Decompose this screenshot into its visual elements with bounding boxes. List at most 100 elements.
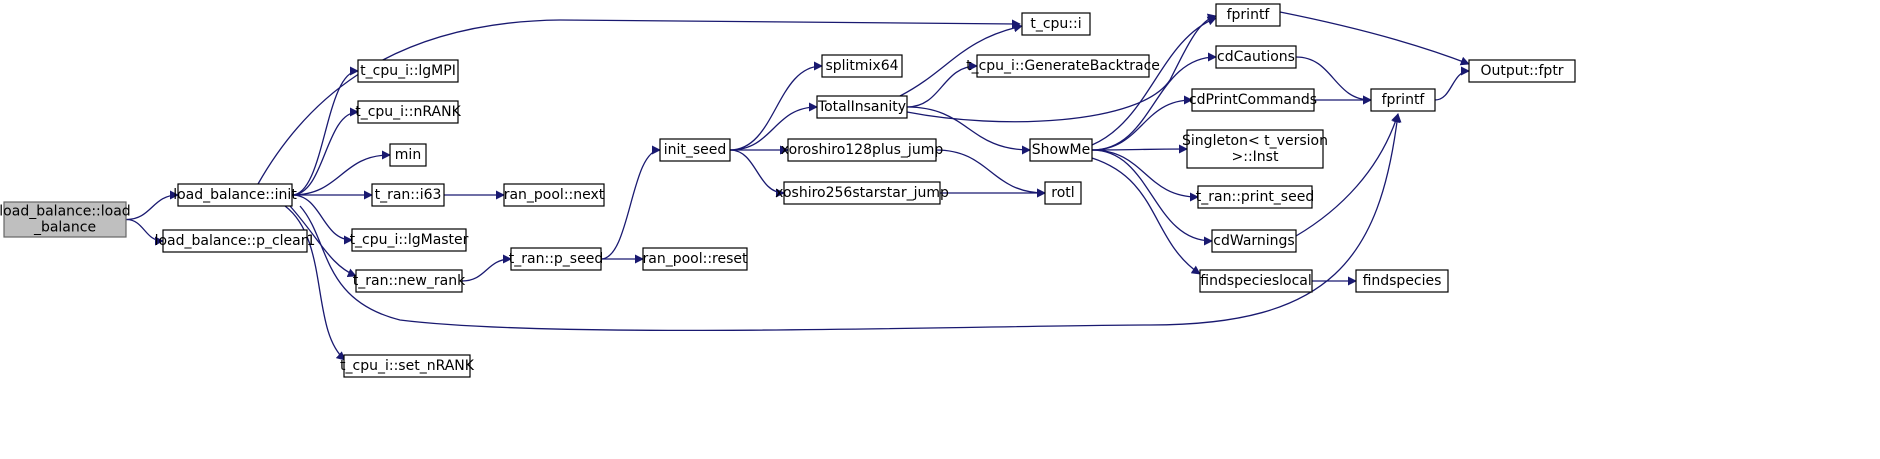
node-box <box>1021 12 1091 36</box>
node-warnings[interactable]: cdWarnings <box>1211 229 1297 253</box>
edge-showme-to-print_seed <box>1091 149 1199 202</box>
edge-showme-to-fslocal <box>1091 157 1201 275</box>
edge-new_rank-to-p_seed <box>461 254 512 282</box>
node-box <box>787 138 937 162</box>
node-pool_reset[interactable]: ran_pool::reset <box>642 247 748 271</box>
node-label: xoroshiro128plus_jump <box>781 142 944 158</box>
edge-lb_init-to-nRANK <box>291 107 359 196</box>
node-label: fprintf <box>1227 7 1271 23</box>
node-label: t_ran::p_seed <box>509 251 603 267</box>
node-box <box>976 54 1150 78</box>
edge-insanity-to-tcpu_i <box>899 23 1023 97</box>
node-label: cdWarnings <box>1213 233 1294 249</box>
node-singleton[interactable]: Singleton< t_version>::Inst <box>1182 129 1328 169</box>
node-box <box>357 100 459 124</box>
node-label: t_cpu_i::set_nRANK <box>340 358 475 374</box>
node-label: t_cpu_i::lgMaster <box>350 232 469 248</box>
node-xo256[interactable]: xoshiro256starstar_jump <box>775 181 949 205</box>
edge-lb_init-to-min <box>291 150 391 196</box>
edge-lb_init-to-lgMPI <box>291 66 359 196</box>
edge-insanity-to-fprintf1 <box>906 13 1217 123</box>
node-printcmd[interactable]: cdPrintCommands <box>1189 88 1317 112</box>
node-findspecies[interactable]: findspecies <box>1355 269 1449 293</box>
node-label: load_balance::p_clear1 <box>155 233 316 249</box>
node-lb_lb[interactable]: load_balance::load_balance <box>0 201 131 238</box>
node-fprintf2[interactable]: fprintf <box>1370 88 1436 112</box>
node-box <box>1029 138 1093 162</box>
node-label: _balance <box>33 220 96 236</box>
edge-showme-to-printcmd <box>1091 95 1193 151</box>
node-showme[interactable]: ShowMe <box>1029 138 1093 162</box>
node-label: ran_pool::next <box>504 187 605 203</box>
edge-cautions-to-fprintf2 <box>1295 56 1372 105</box>
node-box <box>3 201 127 238</box>
node-box <box>1211 229 1297 253</box>
node-label: >::Inst <box>1232 149 1279 165</box>
edge-lb_init-to-set_nRANK <box>284 205 346 361</box>
edge-showme-to-singleton <box>1091 144 1188 154</box>
node-box <box>1199 269 1313 293</box>
node-p_seed[interactable]: t_ran::p_seed <box>509 247 603 271</box>
call-edges <box>125 11 1470 361</box>
node-box <box>1215 45 1297 69</box>
node-box <box>1044 181 1082 205</box>
node-label: load_balance::init <box>173 187 297 203</box>
edge-fprintf2-to-fptr <box>1434 66 1470 101</box>
node-label: t_cpu_i::nRANK <box>355 104 461 120</box>
call-nodes: load_balance::load_balanceload_balance::… <box>0 3 1576 378</box>
edge-insanity-to-showme <box>906 106 1031 155</box>
node-nRANK[interactable]: t_cpu_i::nRANK <box>355 100 462 124</box>
node-box <box>343 354 471 378</box>
node-new_rank[interactable]: t_ran::new_rank <box>353 269 466 293</box>
node-backtrace[interactable]: t_cpu_i::GenerateBacktrace <box>966 54 1160 78</box>
node-print_seed[interactable]: t_ran::print_seed <box>1196 185 1314 209</box>
node-lb_clear[interactable]: load_balance::p_clear1 <box>155 229 316 253</box>
edge-lb_lb-to-lb_clear <box>125 218 164 246</box>
node-box <box>821 54 903 78</box>
node-box <box>1191 88 1315 112</box>
node-label: t_cpu_i::lgMPI <box>360 63 456 79</box>
node-init_seed[interactable]: init_seed <box>659 138 731 162</box>
node-lgMPI[interactable]: t_cpu_i::lgMPI <box>357 59 459 83</box>
edge-init_seed-to-xo256 <box>729 149 785 198</box>
node-box <box>1468 59 1576 83</box>
node-set_nRANK[interactable]: t_cpu_i::set_nRANK <box>340 354 475 378</box>
edge-insanity-to-backtrace <box>906 61 978 108</box>
node-label: findspecies <box>1363 273 1442 289</box>
node-box <box>783 181 941 205</box>
node-label: ran_pool::reset <box>642 251 748 267</box>
node-fslocal[interactable]: findspecieslocal <box>1199 269 1313 293</box>
node-label: ShowMe <box>1032 142 1090 158</box>
node-label: min <box>395 147 421 163</box>
node-label: Singleton< t_version <box>1182 133 1328 149</box>
edge-warnings-to-fprintf2 <box>1295 113 1400 237</box>
edge-init_seed-to-splitmix <box>729 61 823 151</box>
node-box <box>357 59 459 83</box>
node-label: findspecieslocal <box>1200 273 1312 289</box>
edge-showme-to-warnings <box>1091 149 1213 246</box>
node-box <box>371 183 445 207</box>
node-lgMaster[interactable]: t_cpu_i::lgMaster <box>350 228 469 252</box>
node-xo128[interactable]: xoroshiro128plus_jump <box>781 138 944 162</box>
node-box <box>642 247 748 271</box>
node-lb_init[interactable]: load_balance::init <box>173 183 297 207</box>
edge-xo128-to-rotl <box>935 149 1046 198</box>
node-label: t_ran::i63 <box>375 187 442 203</box>
node-box <box>1197 185 1313 209</box>
node-box <box>503 183 605 207</box>
node-box <box>659 138 731 162</box>
node-rotl[interactable]: rotl <box>1044 181 1082 205</box>
node-label: cdPrintCommands <box>1189 92 1317 108</box>
node-i63[interactable]: t_ran::i63 <box>371 183 445 207</box>
node-insanity[interactable]: TotalInsanity <box>816 95 908 119</box>
node-cautions[interactable]: cdCautions <box>1215 45 1297 69</box>
node-fptr[interactable]: Output::fptr <box>1468 59 1576 83</box>
node-min[interactable]: min <box>389 143 427 167</box>
node-tcpu_i[interactable]: t_cpu::i <box>1021 12 1091 36</box>
node-fprintf1[interactable]: fprintf <box>1215 3 1281 27</box>
node-box <box>177 183 293 207</box>
node-pool_next[interactable]: ran_pool::next <box>503 183 605 207</box>
node-splitmix[interactable]: splitmix64 <box>821 54 903 78</box>
node-box <box>1186 129 1324 169</box>
